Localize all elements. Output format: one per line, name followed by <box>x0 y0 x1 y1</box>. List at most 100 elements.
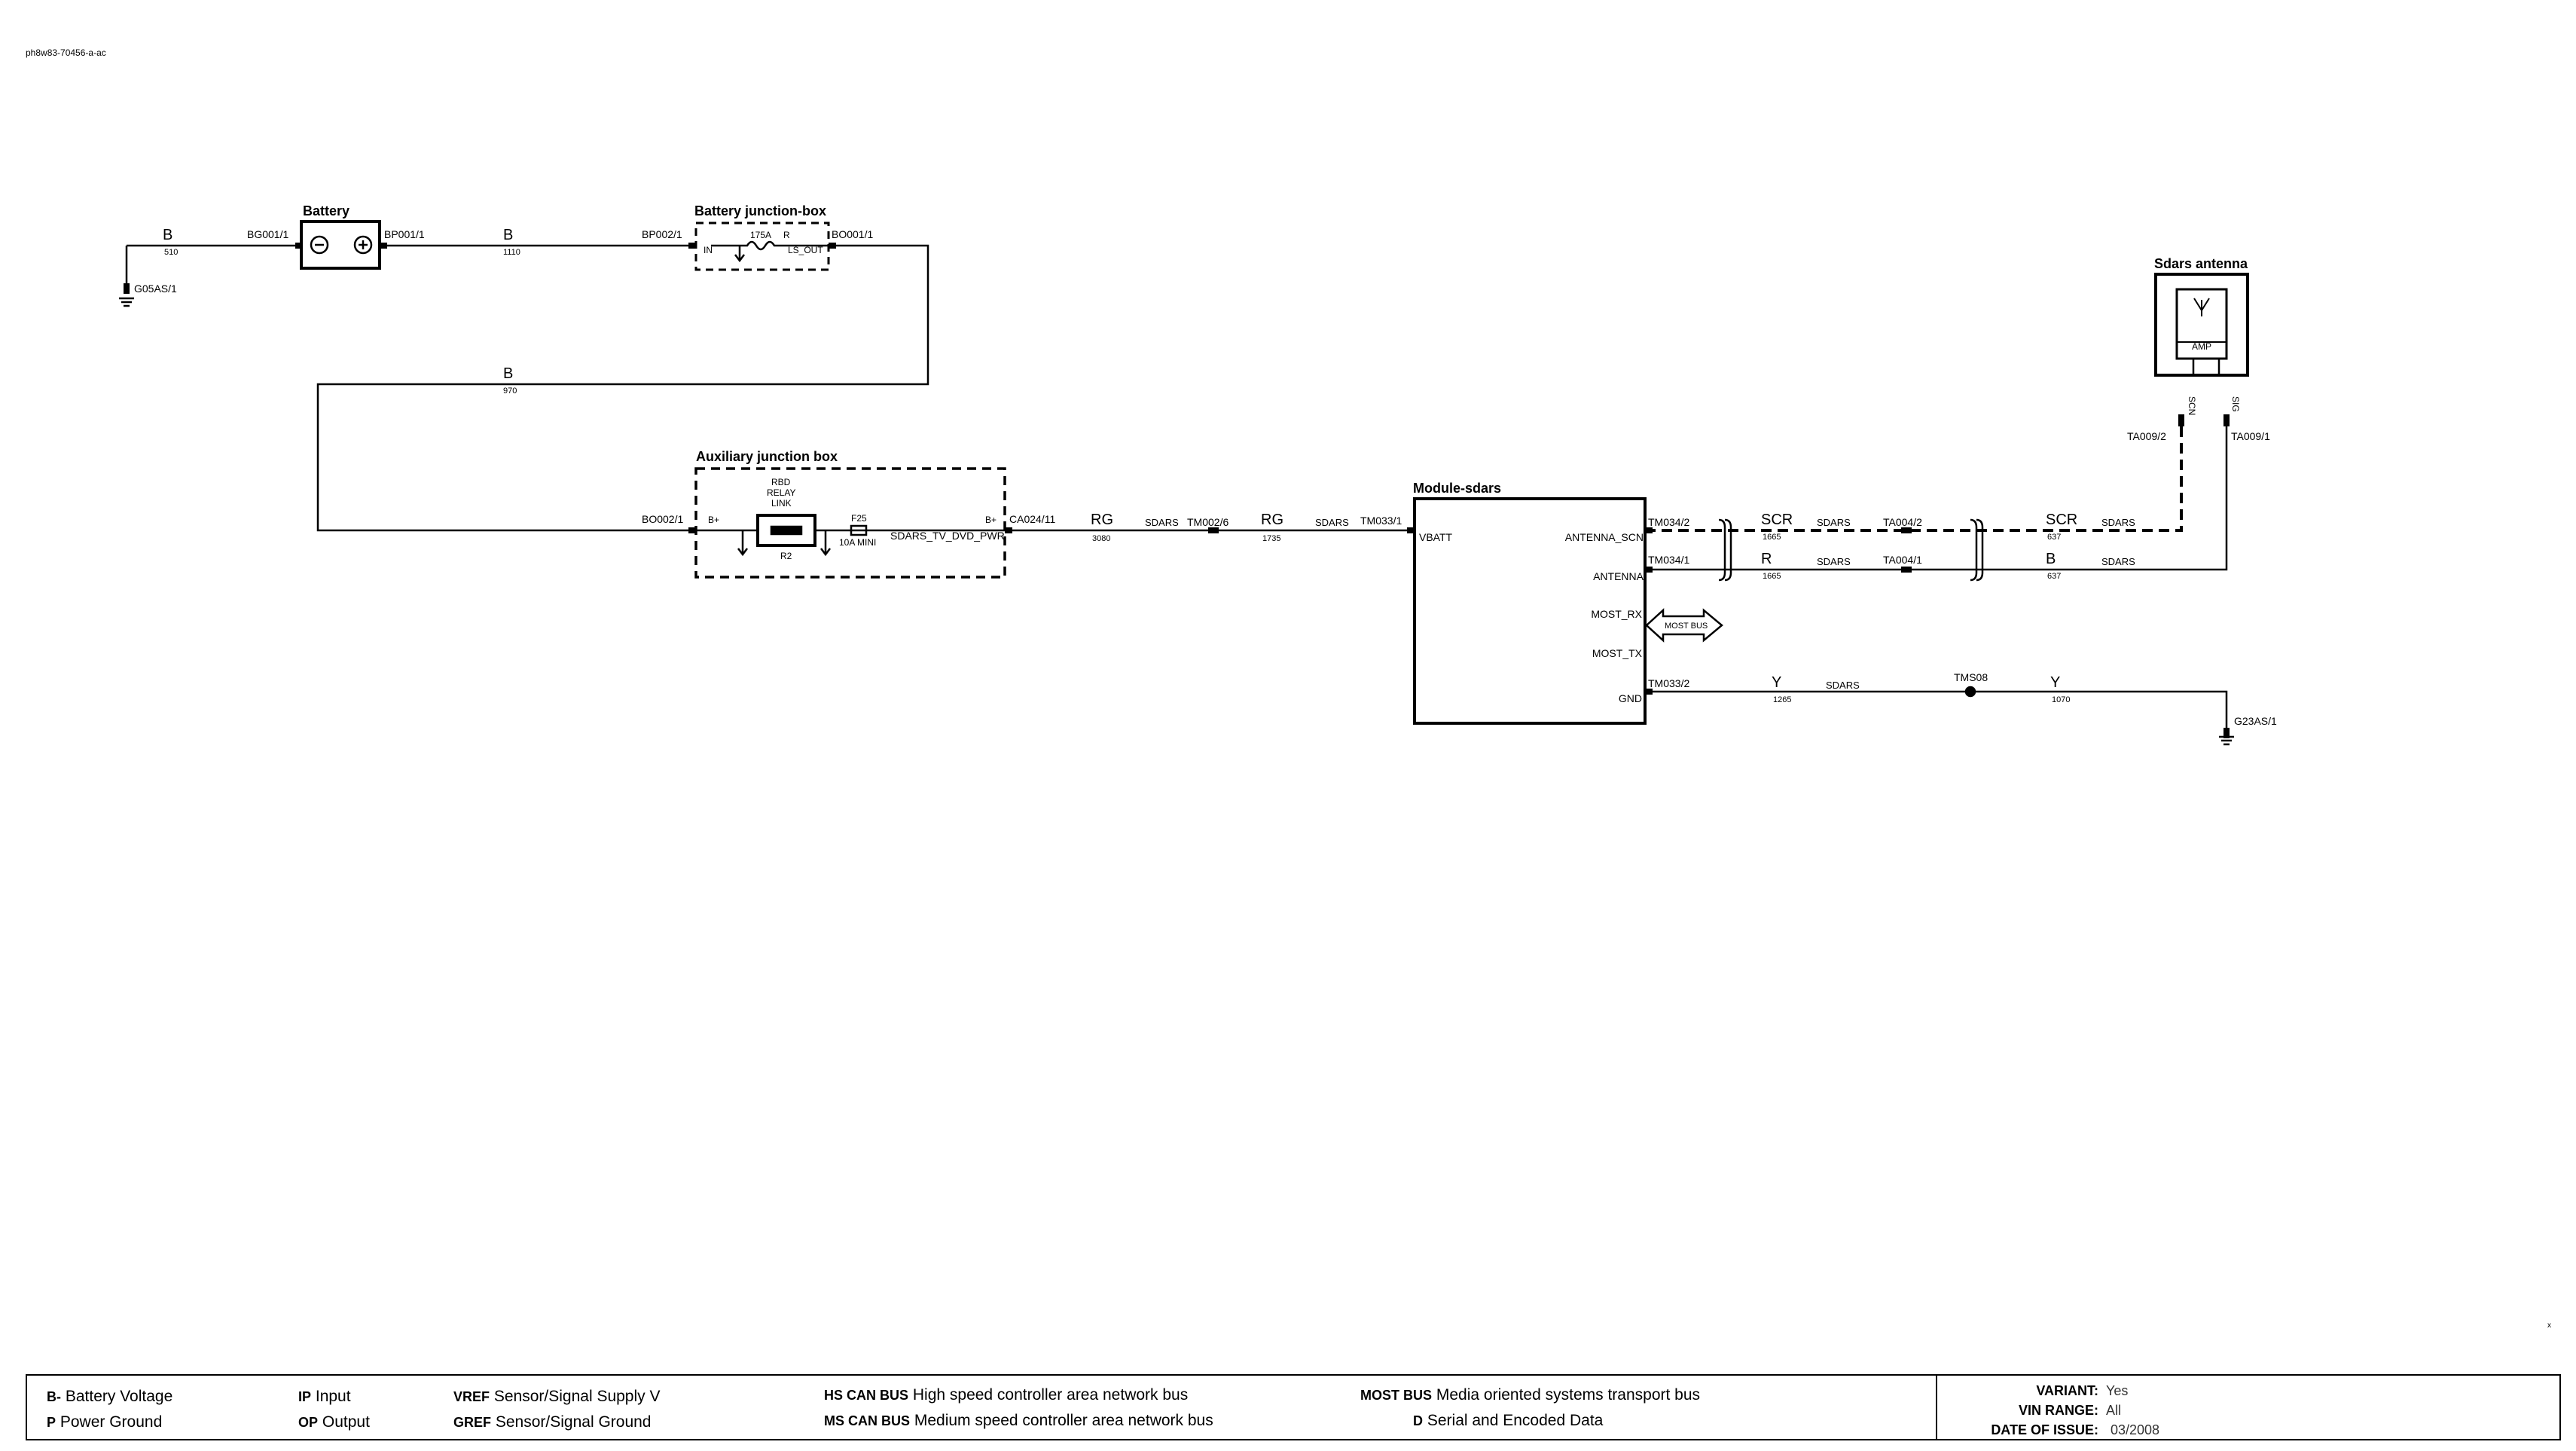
pin-vbatt: VBATT <box>1419 531 1453 543</box>
wire-color: B <box>163 227 172 243</box>
ajb-circuit-label: SDARS_TV_DVD_PWR <box>890 530 1005 542</box>
ant-scn-label: SCN <box>2187 396 2197 415</box>
wire-number: 970 <box>503 386 517 396</box>
wire-number: 637 <box>2047 533 2061 542</box>
connector-label: BG001/1 <box>247 228 288 240</box>
legend-item: MS CAN BUS Medium speed controller area … <box>824 1412 1213 1429</box>
legend-item: GREF Sensor/Signal Ground <box>453 1413 652 1431</box>
vin-range-value: All <box>2106 1403 2122 1418</box>
wire-circuit: SDARS <box>1145 517 1179 528</box>
wire-color: RG <box>1091 512 1113 528</box>
amp-label: AMP <box>2192 341 2211 352</box>
wire-number: 510 <box>164 248 178 257</box>
battery-box <box>300 220 381 270</box>
legend-item: P Power Ground <box>47 1413 163 1431</box>
connector-label: BO002/1 <box>642 513 683 525</box>
connector-label: BP002/1 <box>642 228 682 240</box>
connector-label: BP001/1 <box>384 228 425 240</box>
pin-antenna-scn: ANTENNA_SCN <box>1565 531 1644 543</box>
wire-970 <box>316 244 929 532</box>
legend-item: HS CAN BUS High speed controller area ne… <box>824 1386 1189 1404</box>
ajb-relay-line2: RELAY <box>767 487 795 498</box>
wire-1665-scr <box>1645 422 2183 532</box>
wire-circuit: SDARS <box>2101 517 2135 528</box>
variant-value: Yes <box>2106 1383 2129 1398</box>
wire-number: 1665 <box>1763 533 1781 542</box>
wire-color: B <box>503 365 513 382</box>
ajb-bplus-out: B+ <box>985 515 997 525</box>
ajb-fuse-rating: 10A MINI <box>839 537 876 548</box>
most-bus-arrow-label: MOST BUS <box>1665 622 1708 631</box>
corner-mark: x <box>2547 1321 2551 1330</box>
module-sdars-title: Module-sdars <box>1413 481 1501 496</box>
auxiliary-junction-box-title: Auxiliary junction box <box>696 449 838 464</box>
connector-label: TM034/2 <box>1648 516 1689 528</box>
wire-number: 1735 <box>1262 534 1280 543</box>
fuse-f25-icon <box>850 524 868 536</box>
connector-label: TA004/2 <box>1883 516 1922 528</box>
wire-1665-r <box>1645 422 2228 571</box>
pin-most-tx: MOST_TX <box>1592 647 1643 659</box>
ant-sig-label: SIG <box>2230 396 2241 412</box>
connector-label: G05AS/1 <box>134 283 177 295</box>
connector-label: TM002/6 <box>1187 516 1228 528</box>
battery-plus-icon <box>353 235 373 255</box>
battery-title: Battery <box>303 203 349 218</box>
pin-gnd: GND <box>1619 692 1642 704</box>
ajb-bplus-in: B+ <box>708 515 719 525</box>
relay-link-r2 <box>756 514 816 547</box>
wire-number: 1665 <box>1763 572 1781 581</box>
antenna-icon <box>2193 298 2210 316</box>
legend-item: D Serial and Encoded Data <box>1413 1412 1604 1429</box>
ajb-relay-line1: RBD <box>771 477 791 487</box>
legend-item: IP Input <box>298 1388 351 1405</box>
splice-label: TMS08 <box>1954 671 1988 683</box>
legend-item: OP Output <box>298 1413 370 1431</box>
wire-number: 1265 <box>1773 695 1791 704</box>
ajb-fuse-label: F25 <box>851 513 867 524</box>
wire-circuit: SDARS <box>1315 517 1349 528</box>
connector-label: BO001/1 <box>832 228 873 240</box>
wire-color: B <box>503 227 513 243</box>
connector-label: TA004/1 <box>1883 554 1922 566</box>
legend-item: VREF Sensor/Signal Supply V <box>453 1388 661 1405</box>
wire-number: 3080 <box>1092 534 1110 543</box>
wire-circuit: SDARS <box>1826 680 1860 691</box>
legend-item: MOST BUS Media oriented systems transpor… <box>1360 1386 1701 1404</box>
connector-label: TA009/2 <box>2127 430 2166 442</box>
legend-panel: B- Battery Voltage P Power Ground IP Inp… <box>26 1374 2561 1440</box>
bjb-fuse-label: 175A <box>750 230 771 240</box>
wire-color: SCR <box>1761 512 1793 528</box>
sdars-antenna-box <box>2154 273 2249 377</box>
wire-number: 1070 <box>2052 695 2070 704</box>
date-of-issue-value: 03/2008 <box>2111 1422 2160 1437</box>
wire-number: 1110 <box>503 248 520 257</box>
wire-circuit: SDARS <box>1817 517 1851 528</box>
battery-minus-icon <box>310 235 329 255</box>
sdars-antenna-title: Sdars antenna <box>2154 256 2248 271</box>
splice-tms08 <box>1964 686 1976 698</box>
most-bus-arrow-icon <box>1645 608 1723 643</box>
wire-number: 637 <box>2047 572 2061 581</box>
auxiliary-junction-box <box>694 467 1006 579</box>
connector-label: TM033/1 <box>1360 515 1402 527</box>
wire-510 <box>125 244 301 285</box>
pin-antenna: ANTENNA <box>1593 570 1644 582</box>
wire-color: Y <box>1772 674 1781 691</box>
module-sdars-box <box>1413 497 1647 725</box>
wire-1070 <box>1970 690 2228 731</box>
ajb-r2-label: R2 <box>780 551 792 561</box>
battery-junction-box-title: Battery junction-box <box>694 203 826 218</box>
wire-color: B <box>2046 551 2056 567</box>
pin-most-rx: MOST_RX <box>1591 608 1642 620</box>
ajb-relay-line3: LINK <box>771 498 792 509</box>
connector-label: TM034/1 <box>1648 554 1689 566</box>
date-of-issue-label: DATE OF ISSUE: <box>1991 1422 2098 1437</box>
legend-divider <box>1936 1376 1937 1439</box>
connector-label: TA009/1 <box>2231 430 2270 442</box>
bjb-in-label: IN <box>704 245 713 255</box>
legend-item: B- Battery Voltage <box>47 1388 173 1405</box>
wire-color: SCR <box>2046 512 2077 528</box>
wire-circuit: SDARS <box>1817 556 1851 567</box>
